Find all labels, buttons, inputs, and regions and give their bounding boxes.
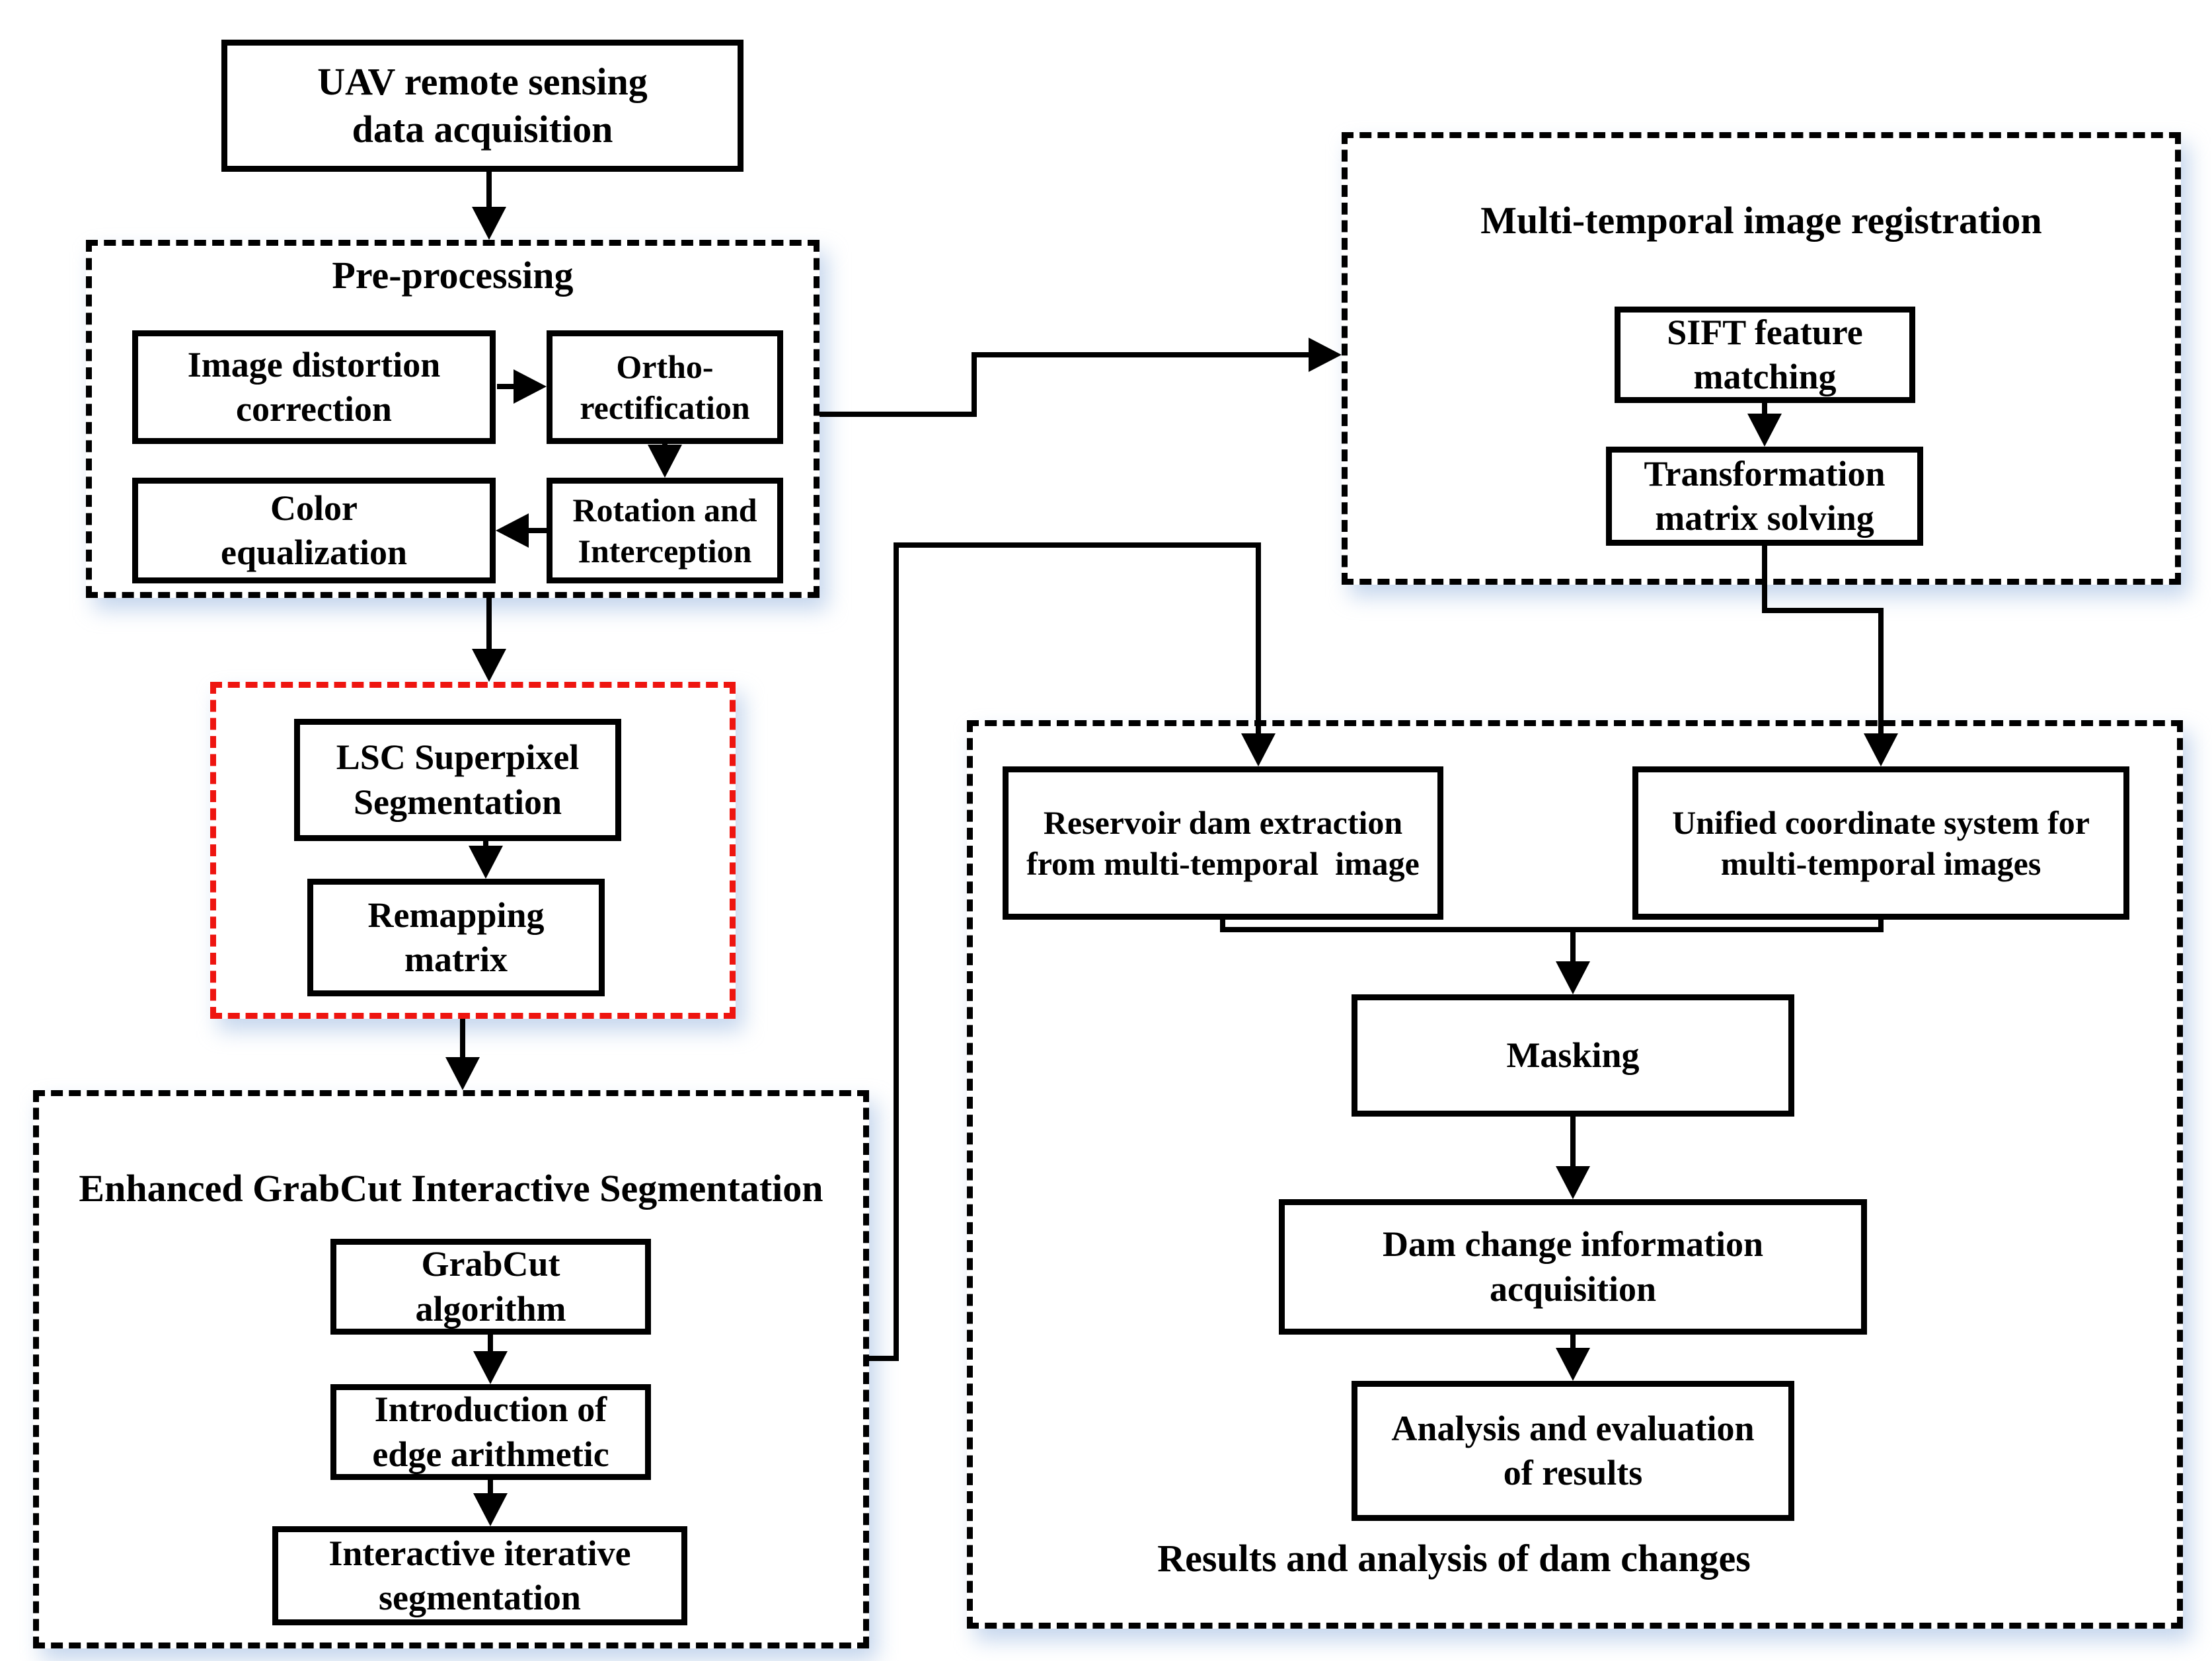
registration-title: Multi-temporal image registration	[1480, 199, 2042, 242]
connector-grabcut-to-edge-arrowhead	[473, 1351, 508, 1384]
edge-arithmetic-label: Introduction of edge arithmetic	[372, 1389, 609, 1474]
connector-preprocessing-to-registration-segment3	[972, 352, 1312, 357]
unified-coordinates-box: Unified coordinate system for multi-temp…	[1632, 766, 2129, 920]
dam-change-info-box: Dam change information acquisition	[1279, 1199, 1867, 1335]
interactive-iterative-label: Interactive iterative segmentation	[328, 1533, 631, 1618]
connector-edge-to-interactive-arrowhead	[473, 1493, 508, 1526]
connector-registration-to-unified-segment3	[1878, 608, 1884, 737]
connector-damchange-to-analysis-arrowhead	[1556, 1348, 1590, 1381]
masking-label: Masking	[1506, 1035, 1640, 1075]
color-equalization-label: Color equalization	[220, 488, 408, 573]
transformation-solving-box: Transformation matrix solving	[1606, 447, 1923, 546]
connector-ortho-to-rotation-arrowhead	[648, 445, 682, 478]
results-title: Results and analysis of dam changes	[1157, 1537, 1751, 1580]
analysis-evaluation-label: Analysis and evaluation of results	[1391, 1408, 1755, 1493]
connector-grabcut-to-reservoir-segment4	[1256, 542, 1261, 737]
connector-preprocessing-to-registration-segment1	[820, 412, 977, 417]
connector-lsc-to-remapping-line	[483, 841, 488, 849]
grabcut-algorithm-label: GrabCut algorithm	[415, 1244, 566, 1329]
lsc-superpixel-box: LSC Superpixel Segmentation	[294, 719, 621, 841]
merge-horizontal-line	[1220, 927, 1884, 932]
merge-unified-stub	[1878, 920, 1884, 932]
connector-distortion-to-ortho-line	[497, 384, 517, 389]
connector-superpixel-to-grabcut-arrowhead	[445, 1057, 480, 1090]
lsc-superpixel-label: LSC Superpixel Segmentation	[336, 737, 580, 822]
image-distortion-box: Image distortion correction	[132, 330, 496, 444]
masking-box: Masking	[1352, 994, 1794, 1117]
connector-superpixel-to-grabcut-line	[460, 1019, 465, 1060]
ortho-rectification-box: Ortho- rectification	[547, 330, 783, 444]
remapping-matrix-box: Remapping matrix	[307, 879, 605, 996]
connector-registration-to-unified-segment1	[1762, 546, 1767, 613]
connector-grabcut-to-edge-line	[488, 1335, 493, 1353]
connector-merge-to-masking-arrowhead	[1556, 961, 1590, 994]
color-equalization-box: Color equalization	[132, 478, 496, 583]
connector-distortion-to-ortho-arrowhead	[514, 369, 547, 404]
connector-preprocessing-to-registration-segment2	[972, 352, 977, 417]
connector-rotation-to-color-line	[525, 528, 547, 533]
edge-arithmetic-box: Introduction of edge arithmetic	[330, 1384, 651, 1480]
uav-data-acquisition-label: UAV remote sensing data acquisition	[317, 59, 648, 151]
grabcut-title: Enhanced GrabCut Interactive Segmentatio…	[79, 1167, 823, 1210]
transformation-solving-label: Transformation matrix solving	[1644, 453, 1886, 538]
connector-edge-to-interactive-line	[488, 1480, 493, 1495]
merge-reservoir-stub	[1220, 920, 1225, 932]
connector-damchange-to-analysis-line	[1570, 1335, 1576, 1350]
sift-matching-box: SIFT feature matching	[1615, 307, 1915, 403]
connector-grabcut-to-reservoir-segment3	[894, 542, 1261, 548]
connector-rotation-to-color-arrowhead	[496, 513, 529, 548]
connector-lsc-to-remapping-arrowhead	[469, 846, 503, 879]
connector-masking-to-damchange-arrowhead	[1556, 1166, 1590, 1199]
rotation-interception-label: Rotation and Interception	[572, 491, 757, 570]
interactive-iterative-box: Interactive iterative segmentation	[272, 1526, 687, 1625]
grabcut-algorithm-box: GrabCut algorithm	[330, 1239, 651, 1335]
reservoir-extraction-box: Reservoir dam extraction from multi-temp…	[1003, 766, 1443, 920]
connector-grabcut-to-reservoir-arrowhead	[1241, 733, 1276, 766]
connector-registration-to-unified-arrowhead	[1864, 733, 1898, 766]
remapping-matrix-label: Remapping matrix	[367, 895, 545, 980]
unified-coordinates-label: Unified coordinate system for multi-temp…	[1672, 803, 2090, 883]
ortho-rectification-label: Ortho- rectification	[580, 348, 750, 427]
image-distortion-label: Image distortion correction	[187, 344, 441, 429]
preprocessing-title: Pre-processing	[332, 254, 574, 297]
connector-preprocessing-to-superpixel-arrowhead	[472, 649, 506, 682]
connector-uav-to-preprocessing-arrowhead	[472, 207, 506, 240]
reservoir-extraction-label: Reservoir dam extraction from multi-temp…	[1026, 803, 1420, 883]
uav-data-acquisition-box: UAV remote sensing data acquisition	[221, 40, 744, 172]
connector-grabcut-to-reservoir-segment2	[894, 542, 899, 1361]
connector-merge-to-masking-line	[1570, 932, 1576, 964]
analysis-evaluation-box: Analysis and evaluation of results	[1352, 1381, 1794, 1521]
connector-grabcut-to-reservoir-segment1	[869, 1356, 899, 1361]
connector-masking-to-damchange-line	[1570, 1117, 1576, 1168]
connector-sift-to-transformation-arrowhead	[1747, 414, 1782, 447]
rotation-interception-box: Rotation and Interception	[547, 478, 783, 583]
connector-sift-to-transformation-line	[1762, 403, 1767, 416]
connector-registration-to-unified-segment2	[1762, 608, 1884, 613]
sift-matching-label: SIFT feature matching	[1667, 312, 1863, 397]
dam-change-info-label: Dam change information acquisition	[1383, 1224, 1763, 1309]
connector-preprocessing-to-superpixel-line	[486, 598, 492, 651]
connector-uav-to-preprocessing-line	[486, 172, 492, 210]
connector-preprocessing-to-registration-arrowhead	[1309, 338, 1342, 372]
